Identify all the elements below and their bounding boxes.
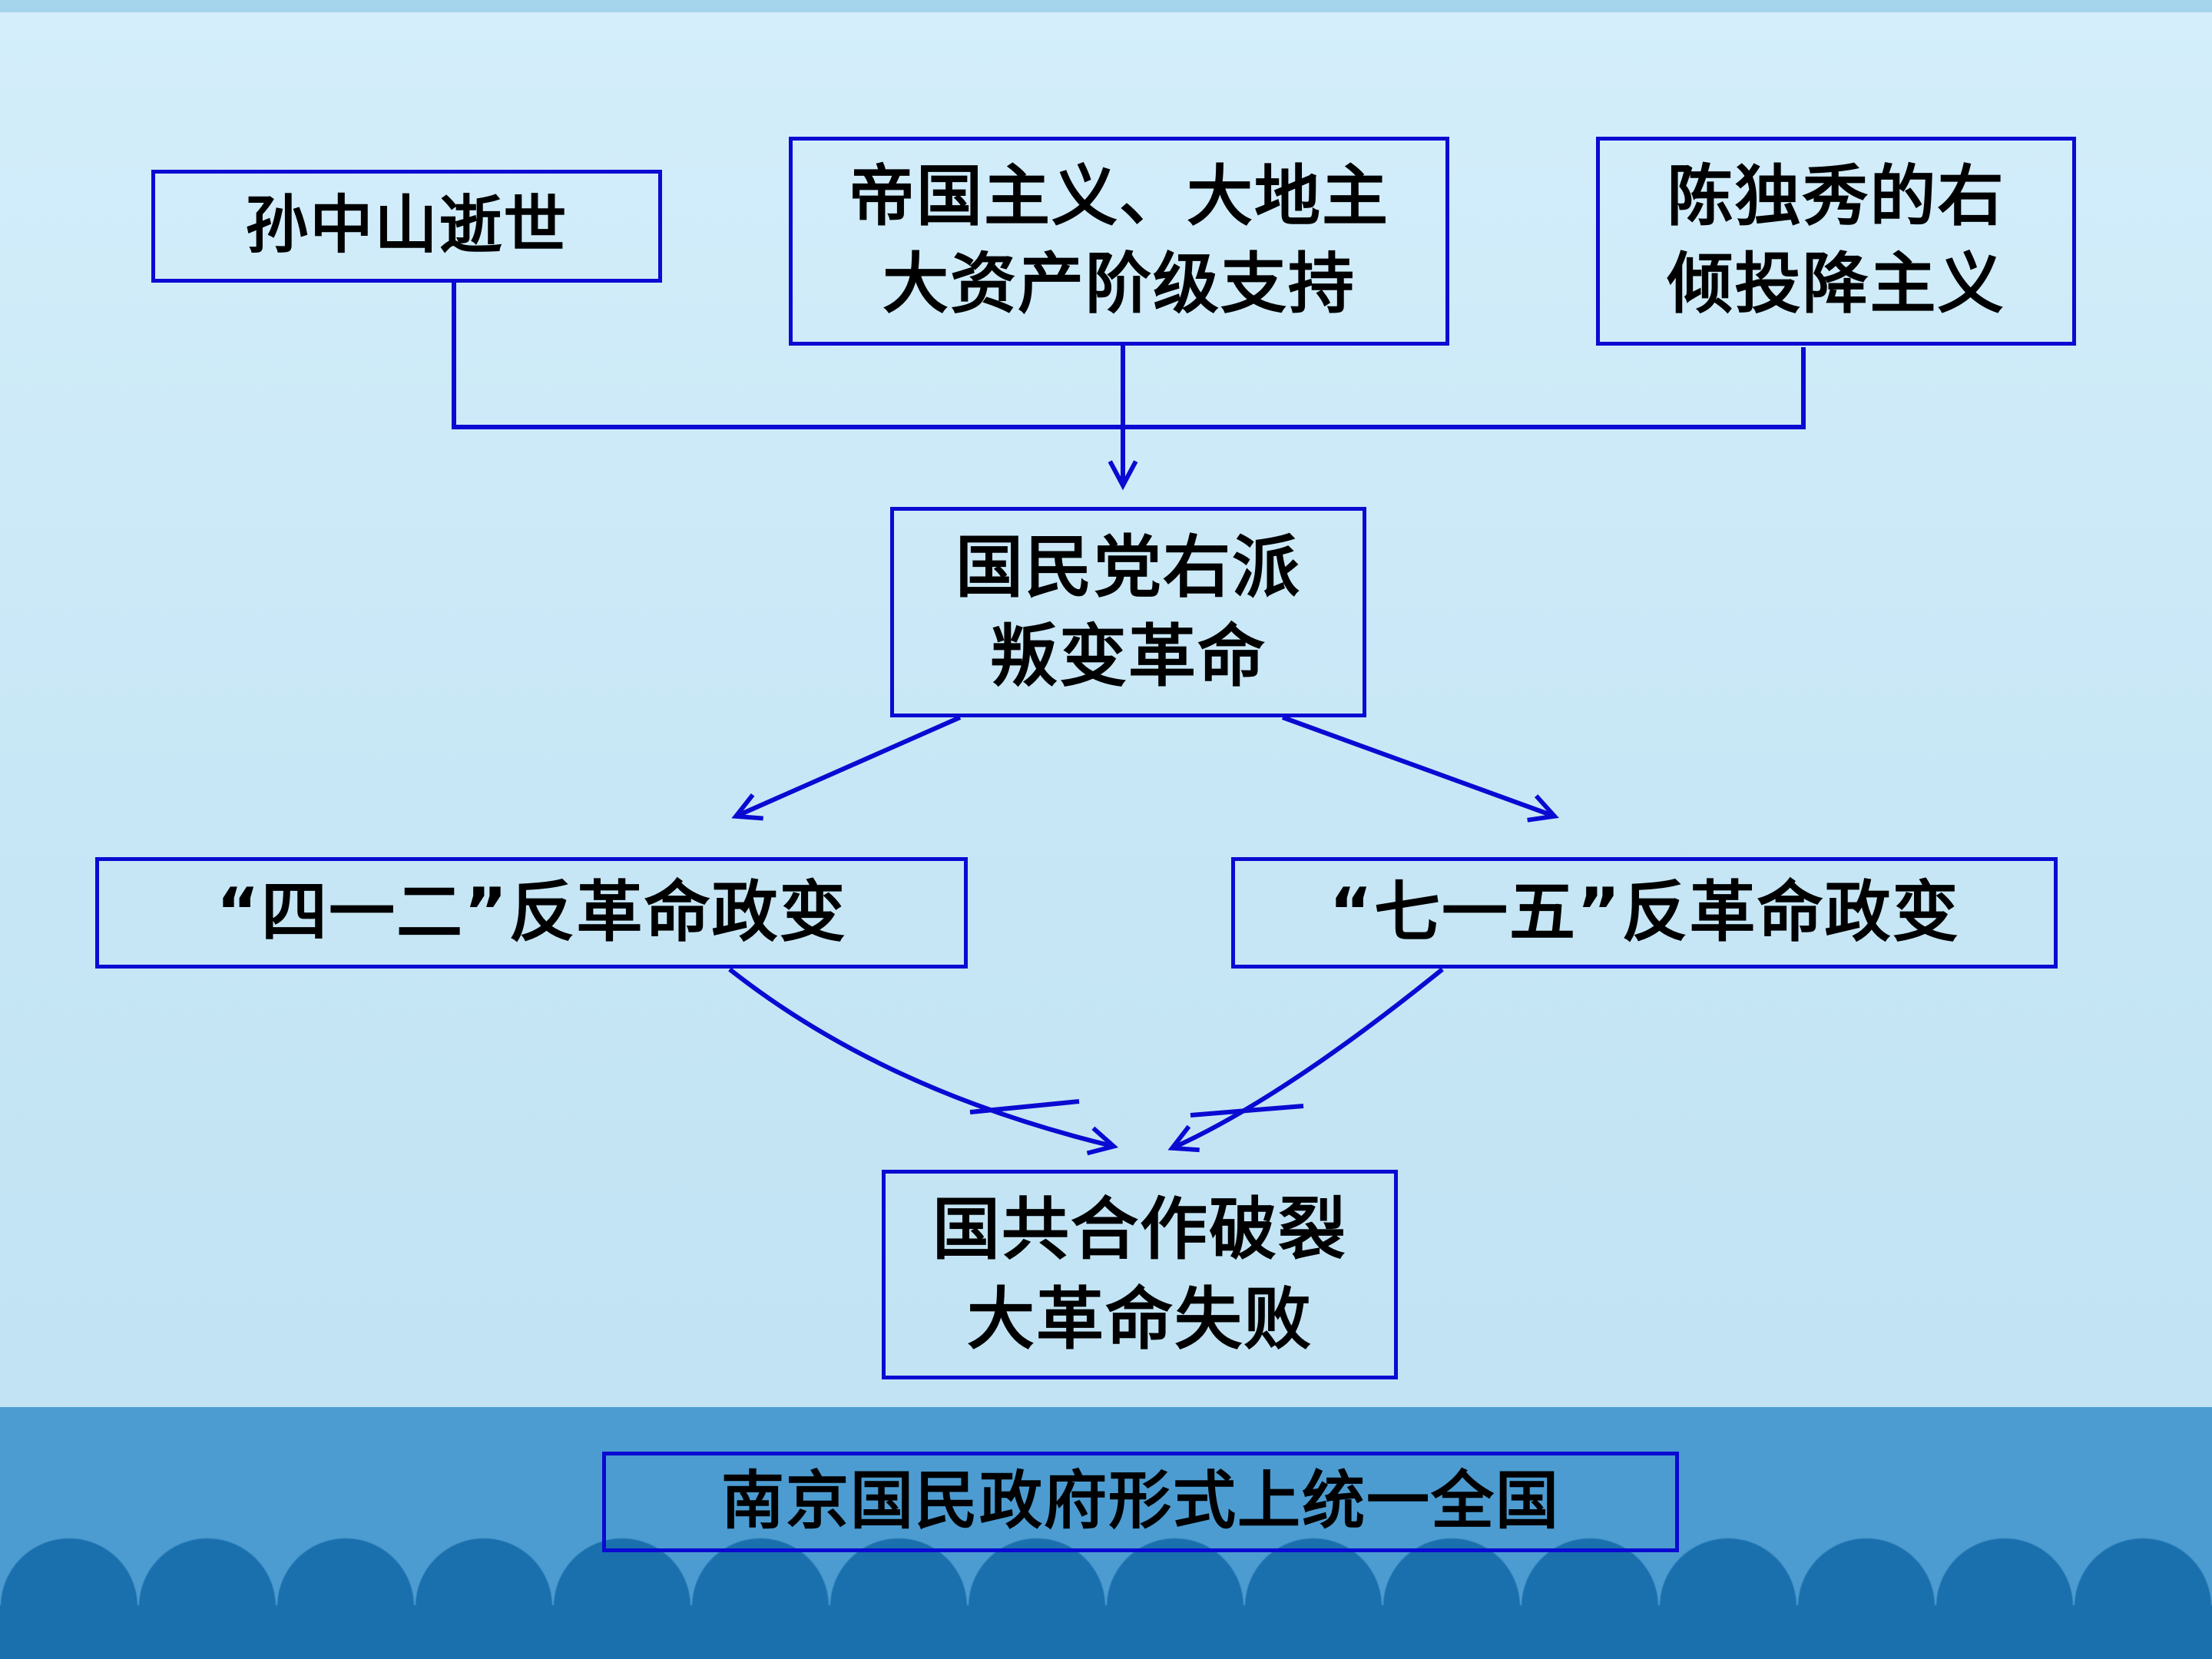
barb-tick-right — [1190, 1104, 1304, 1118]
wave-decoration-row-2 — [0, 1604, 2212, 1659]
top-strip-decoration — [0, 0, 2212, 12]
arrow-to-412 — [731, 715, 962, 821]
curve-from-715 — [1167, 967, 1444, 1153]
node-text-line2: 倾投降主义 — [1667, 246, 2005, 323]
node-sun-yatsen-death: 孙中山逝世 — [151, 170, 662, 283]
node-text-line1: 帝国主义、大地主 — [849, 158, 1389, 236]
node-kmt-right-betrayal: 国民党右派 叛变革命 — [890, 507, 1366, 717]
node-text-line2: 大资产阶级支持 — [882, 246, 1356, 323]
node-text: 孙中山逝世 — [245, 189, 568, 263]
node-text-line2: 叛变革命 — [989, 617, 1267, 696]
node-text-line2: 大革命失败 — [966, 1279, 1313, 1359]
barb-tick-left — [969, 1099, 1080, 1114]
curve-from-412 — [728, 967, 1119, 1156]
node-nanjing-unification: 南京国民政府形式上统一全国 — [602, 1452, 1679, 1552]
node-text-line1: 陈独秀的右 — [1667, 158, 2005, 236]
node-cooperation-breakdown: 国共合作破裂 大革命失败 — [882, 1170, 1398, 1379]
node-text: “七一五”反革命政变 — [1329, 873, 1960, 951]
arrow-to-715 — [1281, 715, 1559, 823]
node-coup-july15: “七一五”反革命政变 — [1231, 857, 2058, 969]
node-text: “四一二”反革命政变 — [216, 873, 847, 951]
node-imperialism-support: 帝国主义、大地主 大资产阶级支持 — [789, 137, 1449, 346]
node-text: 南京国民政府形式上统一全国 — [720, 1465, 1560, 1538]
node-chen-duxiu-capitulationism: 陈独秀的右 倾投降主义 — [1596, 137, 2076, 346]
node-coup-april12: “四一二”反革命政变 — [95, 857, 968, 969]
node-text-line1: 国共合作破裂 — [932, 1190, 1347, 1270]
node-text-line1: 国民党右派 — [955, 527, 1301, 607]
